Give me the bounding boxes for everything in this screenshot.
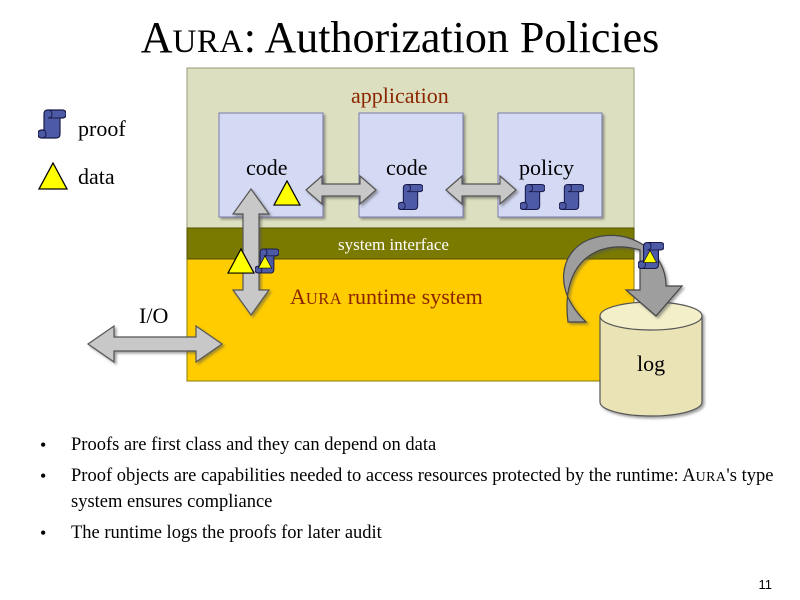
policy-label: policy (519, 155, 574, 180)
slide-number: 11 (758, 577, 773, 592)
code-code-arrow (305, 174, 377, 206)
bullet-list: Proofs are first class and they can depe… (38, 433, 778, 552)
code-label: code (386, 155, 428, 180)
code-policy-arrow (445, 174, 517, 206)
data-legend-label: data (78, 164, 115, 189)
bullet-item: Proofs are first class and they can depe… (38, 433, 778, 458)
architecture-diagram (38, 67, 703, 417)
policy-module (497, 112, 603, 218)
bullet-item: Proof objects are capabilities needed to… (38, 464, 778, 515)
proof-legend-label: proof (78, 116, 126, 141)
log-cylinder (599, 301, 703, 417)
proof-legend-icon (38, 109, 66, 139)
slide-title: AURA: Authorization Policies (140, 13, 660, 62)
io-label: I/O (139, 303, 169, 328)
runtime-label: AURA runtime system (290, 284, 483, 309)
io-arrow (86, 324, 224, 364)
log-label: log (637, 351, 666, 376)
code-label: code (246, 155, 288, 180)
runtime-region (186, 258, 635, 382)
data-legend-icon (38, 162, 68, 190)
application-label: application (351, 83, 449, 108)
code-module-1 (218, 112, 324, 218)
bullet-item: The runtime logs the proofs for later au… (38, 521, 778, 546)
system-interface-label: system interface (338, 235, 449, 254)
code-runtime-arrow (231, 187, 271, 317)
